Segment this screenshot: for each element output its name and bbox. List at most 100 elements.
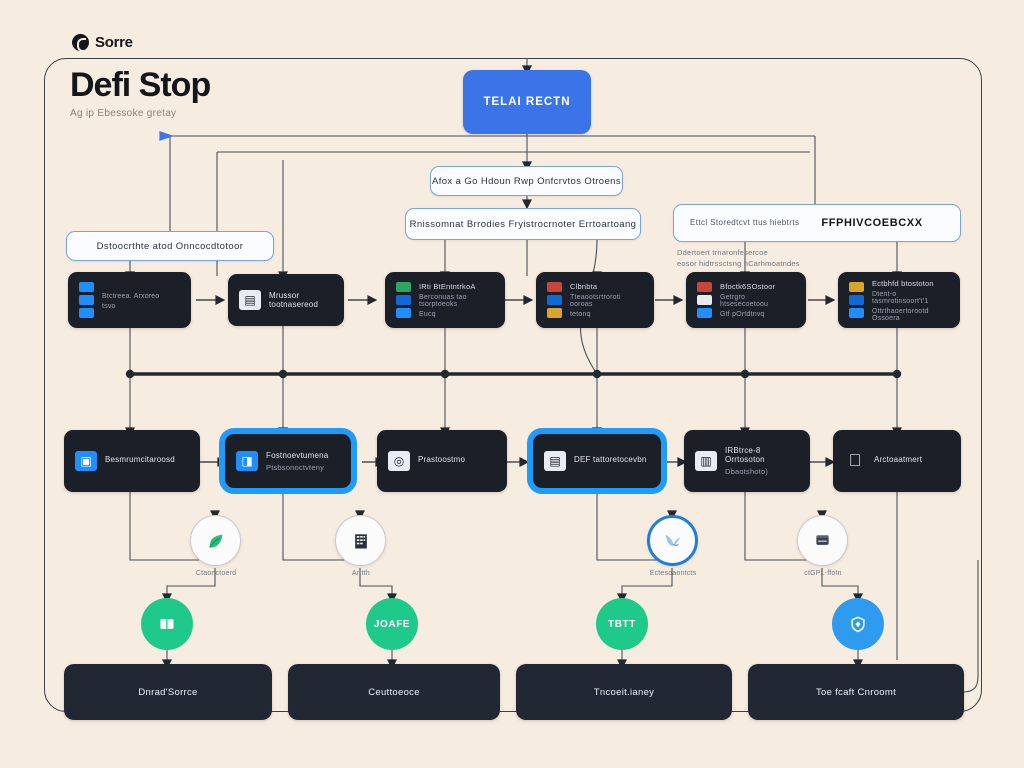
pill-right[interactable]: Ettcl Storedtcvt ttus hiebtrts FFPHIVCOE… — [673, 204, 961, 242]
blue-block-icon — [396, 308, 411, 318]
blue-block-icon — [849, 295, 864, 305]
circle-3[interactable] — [647, 515, 698, 566]
apple-icon:  — [844, 451, 866, 471]
token-3[interactable]: TBTT — [596, 598, 648, 650]
book-icon — [160, 619, 174, 629]
pill-right-note: Ddertoert trnaronfesercoe eosor hidtrssc… — [677, 248, 877, 270]
row2-card-1-title: Besmrumcitaroosd — [105, 455, 175, 464]
bottom-bar-1[interactable]: Dnrad'Sorrce — [64, 664, 272, 720]
brand-logo-icon — [72, 34, 89, 52]
row1-card-3-labels: IRti BtEntntrkoA Berconuas tao tsorptoeo… — [419, 282, 494, 318]
yellow-medal-icon — [547, 308, 562, 318]
row2-card-6-title: Arctoaatmert — [874, 455, 923, 464]
blue-block-icon — [79, 308, 94, 318]
bottom-bar-4[interactable]: Toe fcaft Cnroomt — [748, 664, 964, 720]
bottom-bar-2-label: Ceuttoeoce — [368, 686, 420, 698]
row2-card-5[interactable]: ▥ IRBtrce-8 Orrtosoton Dbaotshoto) — [684, 430, 810, 492]
row2-card-3[interactable]: ◎ Prastoostmo — [377, 430, 507, 492]
circle-2-label: Arttth — [352, 570, 370, 577]
blue-block-icon — [547, 295, 562, 305]
row1-card-2-label: Mrussor tootnasereod — [269, 291, 319, 309]
yellow-block-icon — [849, 282, 864, 292]
blue-block-icon — [79, 282, 94, 292]
row1-card-1[interactable]: Btctreea. Arxoreo tsvo — [68, 272, 191, 328]
token-2[interactable]: JOAFE — [366, 598, 418, 650]
row2-card-2[interactable]: ◨ Fostnoevtumena Ptsbsonoctvteny — [225, 434, 351, 488]
circle-1-label: Ctaonctoerd — [195, 570, 237, 577]
row1-card-5-line-3: Gtf pOrtdtnvq — [720, 311, 765, 318]
row2-card-5-labels: IRBtrce-8 Orrtosoton Dbaotshoto) — [725, 446, 799, 476]
row2-card-1[interactable]: ▣ Besmrumcitaroosd — [64, 430, 200, 492]
bottom-bar-2[interactable]: Ceuttoeoce — [288, 664, 500, 720]
pill-left[interactable]: Dstoocrthte atod Onncocdtotoor — [66, 231, 274, 261]
blue-block-icon — [79, 295, 94, 305]
page-title: Defi Stop — [70, 66, 211, 104]
row1-card-6-line-3: Ottrthaoertorootd Ossoera — [872, 307, 929, 322]
token-4[interactable] — [832, 598, 884, 650]
row2-card-6-labels: Arctoaatmert — [874, 455, 922, 467]
token-3-label: TBTT — [608, 618, 636, 630]
ledger-icon: ▤ — [239, 290, 261, 310]
row1-card-4-line-3: tetonq — [570, 311, 591, 318]
row1-card-1-icons — [79, 282, 94, 318]
bird-icon — [665, 534, 680, 546]
pill-mid-label: Rnissomnat Brrodies Fryistrocrnoter Errt… — [409, 218, 637, 230]
circle-3-label: Ectesoaontcts — [649, 570, 697, 577]
row2-card-5-title: IRBtrce-8 Orrtosoton — [725, 446, 765, 464]
row1-card-5[interactable]: Bfoctk6SOstoor Getrgro htsesecoetoou Gtf… — [686, 272, 806, 328]
pill-top[interactable]: Afox a Go Hdoun Rwp Onfcrvtos Otroens — [430, 166, 623, 196]
row1-card-5-icons — [697, 282, 712, 318]
diagram-frame — [44, 58, 982, 712]
row2-card-2-labels: Fostnoevtumena Ptsbsonoctvteny — [266, 451, 328, 472]
blue-block-icon — [849, 308, 864, 318]
row1-card-6[interactable]: Ectbhfd btostoton Dtent-o tasmrotinsoort… — [838, 272, 960, 328]
camera-icon: ◎ — [388, 451, 410, 471]
row1-card-6-icons — [849, 282, 864, 318]
bottom-bar-3[interactable]: Tncoeit.ianey — [516, 664, 732, 720]
row1-card-3[interactable]: IRti BtEntntrkoA Berconuas tao tsorptoeo… — [385, 272, 505, 328]
row1-card-1-labels: Btctreea. Arxoreo tsvo — [102, 290, 159, 310]
row1-card-3-line-2: Berconuas tao tsorptoeoks — [419, 294, 467, 308]
blue-block-icon — [697, 308, 712, 318]
row2-card-4[interactable]: ▤ DEF tattoretocevbn — [533, 434, 661, 488]
pill-left-label: Dstoocrthte atod Onncocdtotoor — [96, 240, 244, 252]
green-block-icon — [396, 282, 411, 292]
red-block-icon — [697, 282, 712, 292]
building-icon — [354, 533, 367, 548]
bottom-bar-3-label: Tncoeit.ianey — [593, 686, 655, 698]
hero-node[interactable]: TELAI RECTN — [463, 70, 591, 134]
row1-card-5-line-1: Bfoctk6SOstoor — [720, 282, 776, 291]
white-block-icon — [697, 295, 712, 305]
row1-card-4-line-2: Tteaootsrtroroti ooroas — [570, 294, 621, 308]
row2-card-4-labels: DEF tattoretocevbn — [574, 455, 647, 467]
bookmark-icon: ▣ — [75, 451, 97, 471]
pill-mid[interactable]: Rnissomnat Brrodies Fryistrocrnoter Errt… — [405, 208, 641, 240]
brand: Sorre — [72, 34, 133, 52]
circle-2[interactable] — [335, 515, 386, 566]
hero-label: TELAI RECTN — [483, 96, 571, 108]
row1-card-6-labels: Ectbhfd btostoton Dtent-o tasmrotinsoort… — [872, 279, 949, 322]
row1-card-4[interactable]: Clbnbta Tteaootsrtroroti ooroas tetonq — [536, 272, 654, 328]
row1-card-2[interactable]: ▤ Mrussor tootnasereod — [228, 274, 344, 326]
circle-1[interactable] — [190, 515, 241, 566]
row1-card-3-line-1: IRti BtEntntrkoA — [419, 282, 476, 291]
row2-card-6[interactable]:  Arctoaatmert — [833, 430, 961, 492]
circle-4-label: ctGPL-ffotn — [804, 570, 842, 577]
window-icon: ▤ — [544, 451, 566, 471]
row1-card-4-line-1: Clbnbta — [570, 282, 598, 291]
page-subtitle: Ag ip Ebessoke gretay — [70, 108, 177, 119]
bottom-bar-4-label: Toe fcaft Cnroomt — [815, 686, 897, 698]
red-block-icon — [547, 282, 562, 292]
pill-right-secondary-label: Ettcl Storedtcvt ttus hiebtrts — [690, 218, 800, 227]
row1-card-6-line-1: Ectbhfd btostoton — [872, 278, 934, 288]
bottom-bar-1-label: Dnrad'Sorrce — [138, 686, 198, 698]
token-1[interactable] — [141, 598, 193, 650]
row1-card-4-icons — [547, 282, 562, 318]
row1-card-3-icons — [396, 282, 411, 318]
circle-4[interactable] — [797, 515, 848, 566]
leaf-icon — [208, 534, 222, 548]
pill-top-label: Afox a Go Hdoun Rwp Onfcrvtos Otroens — [431, 175, 622, 187]
pill-right-primary-label: FFPHIVCOEBCXX — [821, 217, 923, 229]
token-2-label: JOAFE — [373, 618, 411, 630]
